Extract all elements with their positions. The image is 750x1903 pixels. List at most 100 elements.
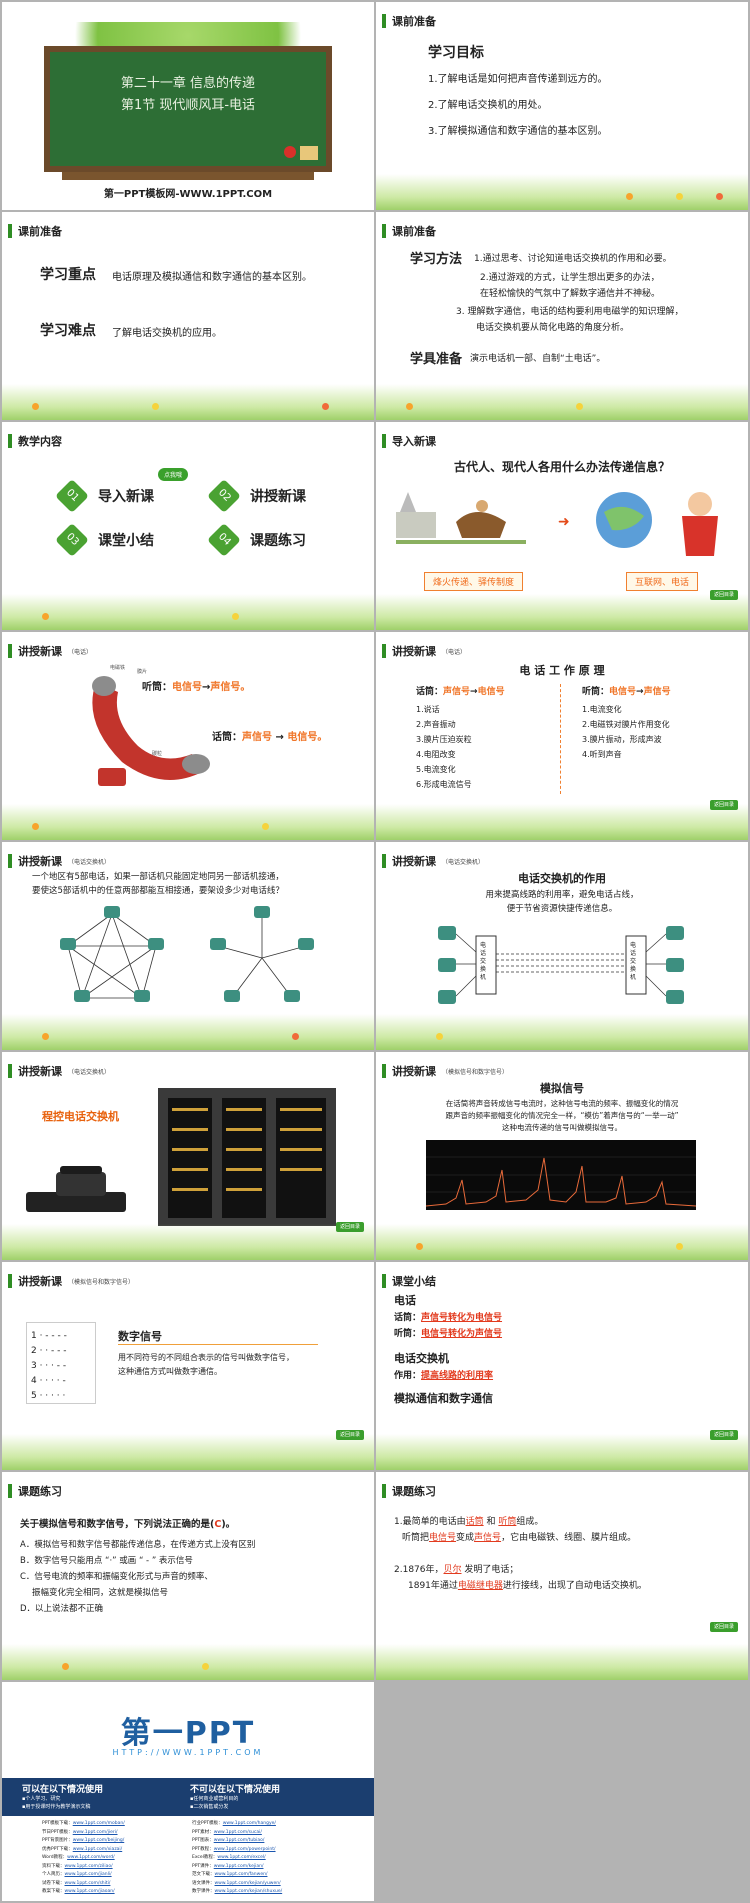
flower-icon <box>32 823 39 830</box>
method-1: 1.通过思考、讨论知道电话交换机的作用和必要。 <box>474 254 672 264</box>
right-caption: 互联网、电话 <box>626 572 699 591</box>
slide-13-digital[interactable]: 讲授新课（模拟信号和数字信号） 1 · - - - - 2 · · - - - … <box>2 1262 374 1470</box>
difficulty-label: 学习难点 <box>40 323 96 339</box>
link-row[interactable]: 语文课件：www.1ppt.com/kejian/yuwen/ <box>192 1880 281 1886</box>
link-row[interactable]: 数学课件：www.1ppt.com/kejian/shuxue/ <box>192 1889 283 1894</box>
slide-2-goals[interactable]: 课前准备 学习目标 1.了解电话是如何把声音传递到远方的。 2.了解电话交换机的… <box>376 2 748 210</box>
telephone-handset-illustration <box>92 676 210 786</box>
slide-14-summary[interactable]: 课堂小结 电话 话筒：声信号转化为电信号 听筒：电信号转化为声信号 电话交换机 … <box>376 1262 748 1470</box>
back-to-contents-button[interactable]: 返回目录 <box>709 590 738 600</box>
grass-footer <box>2 1224 374 1260</box>
grass-footer <box>376 1434 748 1470</box>
grass-footer <box>376 384 748 420</box>
slide-7-telephone[interactable]: 讲授新课（电话） 电磁铁 膜片 碳粒 听筒：电信号→声信号。 话筒：声信号 → … <box>2 632 374 840</box>
contents-label: 讲授新课 <box>250 489 306 505</box>
slide-header: 课题练习 <box>382 1484 436 1498</box>
blank-line: 2.1876年，贝尔 发明了电话； <box>394 1565 519 1575</box>
number-badge: 01 <box>55 479 89 513</box>
exchange-diagram <box>438 926 684 1004</box>
slide-header: 讲授新课（电话） <box>8 644 92 658</box>
contents-item-01[interactable]: 01 导入新课 <box>55 479 154 513</box>
back-to-contents-button[interactable]: 返回目录 <box>709 1622 738 1632</box>
link-row[interactable]: PPT素材：www.1ppt.com/sucai/ <box>192 1829 262 1835</box>
divider <box>560 684 561 794</box>
slide-header: 导入新课 <box>382 434 436 448</box>
link-row[interactable]: PPT课件：www.1ppt.com/kejian/ <box>192 1863 264 1869</box>
slide-header: 教学内容 <box>8 434 62 448</box>
method-2a: 2.通过游戏的方式，让学生想出更多的办法， <box>480 273 660 283</box>
option-c: C．信号电流的频率和振幅变化形式与声音的频率、 <box>20 1572 213 1582</box>
grass-footer <box>376 1224 748 1260</box>
exchange-label: 程控电话交换机 <box>42 1110 119 1123</box>
link-row[interactable]: 行业PPT模板：www.1ppt.com/hangye/ <box>192 1821 276 1826</box>
step: 3.膜片振动，形成声波 <box>582 735 662 744</box>
slide-3-keypoints[interactable]: 课前准备 学习重点 电话原理及模拟通信和数字通信的基本区别。 学习难点 了解电话… <box>2 212 374 420</box>
title-underline <box>118 1344 318 1345</box>
slide-1-title[interactable]: 第二十一章 信息的传递 第1节 现代顺风耳-电话 第一PPT模板网-WWW.1P… <box>2 2 374 210</box>
link-row[interactable]: PPT背景图片：www.1ppt.com/beijing/ <box>42 1838 125 1843</box>
step: 5.电流变化 <box>416 765 456 774</box>
analog-text: 跟声音的频率振幅变化的情况完全一样，“模仿”着声信号的“一举一动” <box>445 1111 679 1120</box>
link-row[interactable]: 教案下载：www.1ppt.com/jiaoan/ <box>42 1889 115 1894</box>
slide-11-program-exchange[interactable]: 讲授新课（电话交换机） 程控电话交换机 返回目录 <box>2 1052 374 1260</box>
slide-header: 讲授新课（电话交换机） <box>382 854 484 868</box>
slide-12-analog[interactable]: 讲授新课（模拟信号和数字信号） 模拟信号 在话筒将声音转成信号电流时，这种信号电… <box>376 1052 748 1260</box>
flower-icon <box>406 403 413 410</box>
tiny-label: 碳粒 <box>152 751 163 757</box>
back-to-contents-button[interactable]: 返回目录 <box>709 800 738 810</box>
slide-9-network-question[interactable]: 讲授新课（电话交换机） 一个地区有5部电话，如果一部话机只能固定地同另一部话机接… <box>2 842 374 1050</box>
slide-8-principle[interactable]: 讲授新课（电话） 电 话 工 作 原 理 话筒：声信号→电信号 1.说话 2.声… <box>376 632 748 840</box>
left-caption: 烽火传递、驿传制度 <box>424 572 524 591</box>
flower-icon <box>32 403 39 410</box>
cannot-item: ▪二次销售或分发 <box>190 1804 229 1810</box>
link-row[interactable]: 节日PPT模板：www.1ppt.com/jieri/ <box>42 1829 118 1835</box>
back-to-contents-button[interactable]: 返回目录 <box>335 1430 364 1440</box>
back-to-contents-button[interactable]: 返回目录 <box>335 1222 364 1232</box>
slide-17-credits[interactable]: 第一PPT HTTP://WWW.1PPT.COM 可以在以下情况使用 ▪个人学… <box>2 1682 374 1901</box>
cannot-title: 不可以在以下情况使用 <box>190 1785 281 1795</box>
step: 2.声音振动 <box>416 720 456 729</box>
method-2b: 在轻松愉快的气氛中了解数字通信并不神秘。 <box>480 289 661 299</box>
link-row[interactable]: PPT模板下载：www.1ppt.com/moban/ <box>42 1821 125 1826</box>
contents-item-03[interactable]: 03 课堂小结 <box>55 523 154 557</box>
link-row[interactable]: Excel教程：www.1ppt.com/excel/ <box>192 1855 266 1860</box>
link-row[interactable]: 资料下载：www.1ppt.com/ziliao/ <box>42 1863 113 1869</box>
contents-item-02[interactable]: 02 讲授新课 <box>207 479 306 513</box>
link-row[interactable]: 个人简历：www.1ppt.com/jianli/ <box>42 1872 112 1877</box>
slide-header: 课前准备 <box>382 14 436 28</box>
step: 1.电流变化 <box>582 705 622 714</box>
intro-question: 古代人、现代人各用什么办法传递信息？ <box>453 460 670 474</box>
ancient-illustration <box>396 492 526 544</box>
slide-header: 课前准备 <box>8 224 62 238</box>
slide-16-fill-blanks[interactable]: 课题练习 1.最简单的电话由话筒 和 听筒组成。 听筒把电信号变成声信号，它由电… <box>376 1472 748 1680</box>
link-row[interactable]: 范文下载：www.1ppt.com/fanwen/ <box>192 1872 268 1877</box>
server-rack-photo <box>158 1088 336 1226</box>
link-row[interactable]: PPT教程：www.1ppt.com/powerpoint/ <box>192 1846 276 1852</box>
click-badge[interactable]: 点我哦 <box>158 468 189 481</box>
transmitter-heading: 话筒：声信号→电信号 <box>416 687 505 697</box>
flower-icon <box>322 403 329 410</box>
digital-text: 这种通信方式叫做数字通信。 <box>118 1367 222 1376</box>
contents-item-04[interactable]: 04 课题练习 <box>207 523 306 557</box>
back-to-contents-button[interactable]: 返回目录 <box>709 1430 738 1440</box>
option-a: A．模拟信号和数字信号都能传递信息，在传递方式上没有区别 <box>20 1540 256 1550</box>
number-badge: 03 <box>55 523 89 557</box>
link-row[interactable]: 试卷下载：www.1ppt.com/shiti/ <box>42 1880 111 1886</box>
link-row[interactable]: PPT图表：www.1ppt.com/tubiao/ <box>192 1838 265 1843</box>
blank-line: 1891年通过电磁继电器进行接线，出现了自动电话交换机。 <box>408 1581 647 1591</box>
step: 4.电阻改变 <box>416 750 456 759</box>
flower-icon <box>436 1033 443 1040</box>
slide-10-exchange-role[interactable]: 讲授新课（电话交换机） 电话交换机的作用 用来提高线路的利用率，避免电话占线， … <box>376 842 748 1050</box>
grass-footer <box>2 804 374 840</box>
slide-5-contents[interactable]: 教学内容 点我哦 01 导入新课 02 讲授新课 03 课堂小结 04 课题练习 <box>2 422 374 630</box>
code-row: 4 · · · · - <box>31 1376 66 1386</box>
slide-4-method[interactable]: 课前准备 学习方法 1.通过思考、讨论知道电话交换机的作用和必要。 2.通过游戏… <box>376 212 748 420</box>
key-label: 学习重点 <box>40 267 96 283</box>
slide-header: 讲授新课（电话交换机） <box>8 854 110 868</box>
slide-6-intro[interactable]: 导入新课 古代人、现代人各用什么办法传递信息？ ➜ 烽火传递、驿传制度 互联网、… <box>376 422 748 630</box>
link-row[interactable]: 优秀PPT下载：www.1ppt.com/xiazai/ <box>42 1846 123 1852</box>
slide-15-exercise[interactable]: 课题练习 关于模拟信号和数字信号，下列说法正确的是(C)。 A．模拟信号和数字信… <box>2 1472 374 1680</box>
link-row[interactable]: Word教程：www.1ppt.com/word/ <box>42 1855 115 1860</box>
question-stem: 关于模拟信号和数字信号，下列说法正确的是(C)。 <box>20 1519 236 1530</box>
tiny-label: 膜片 <box>137 669 148 675</box>
